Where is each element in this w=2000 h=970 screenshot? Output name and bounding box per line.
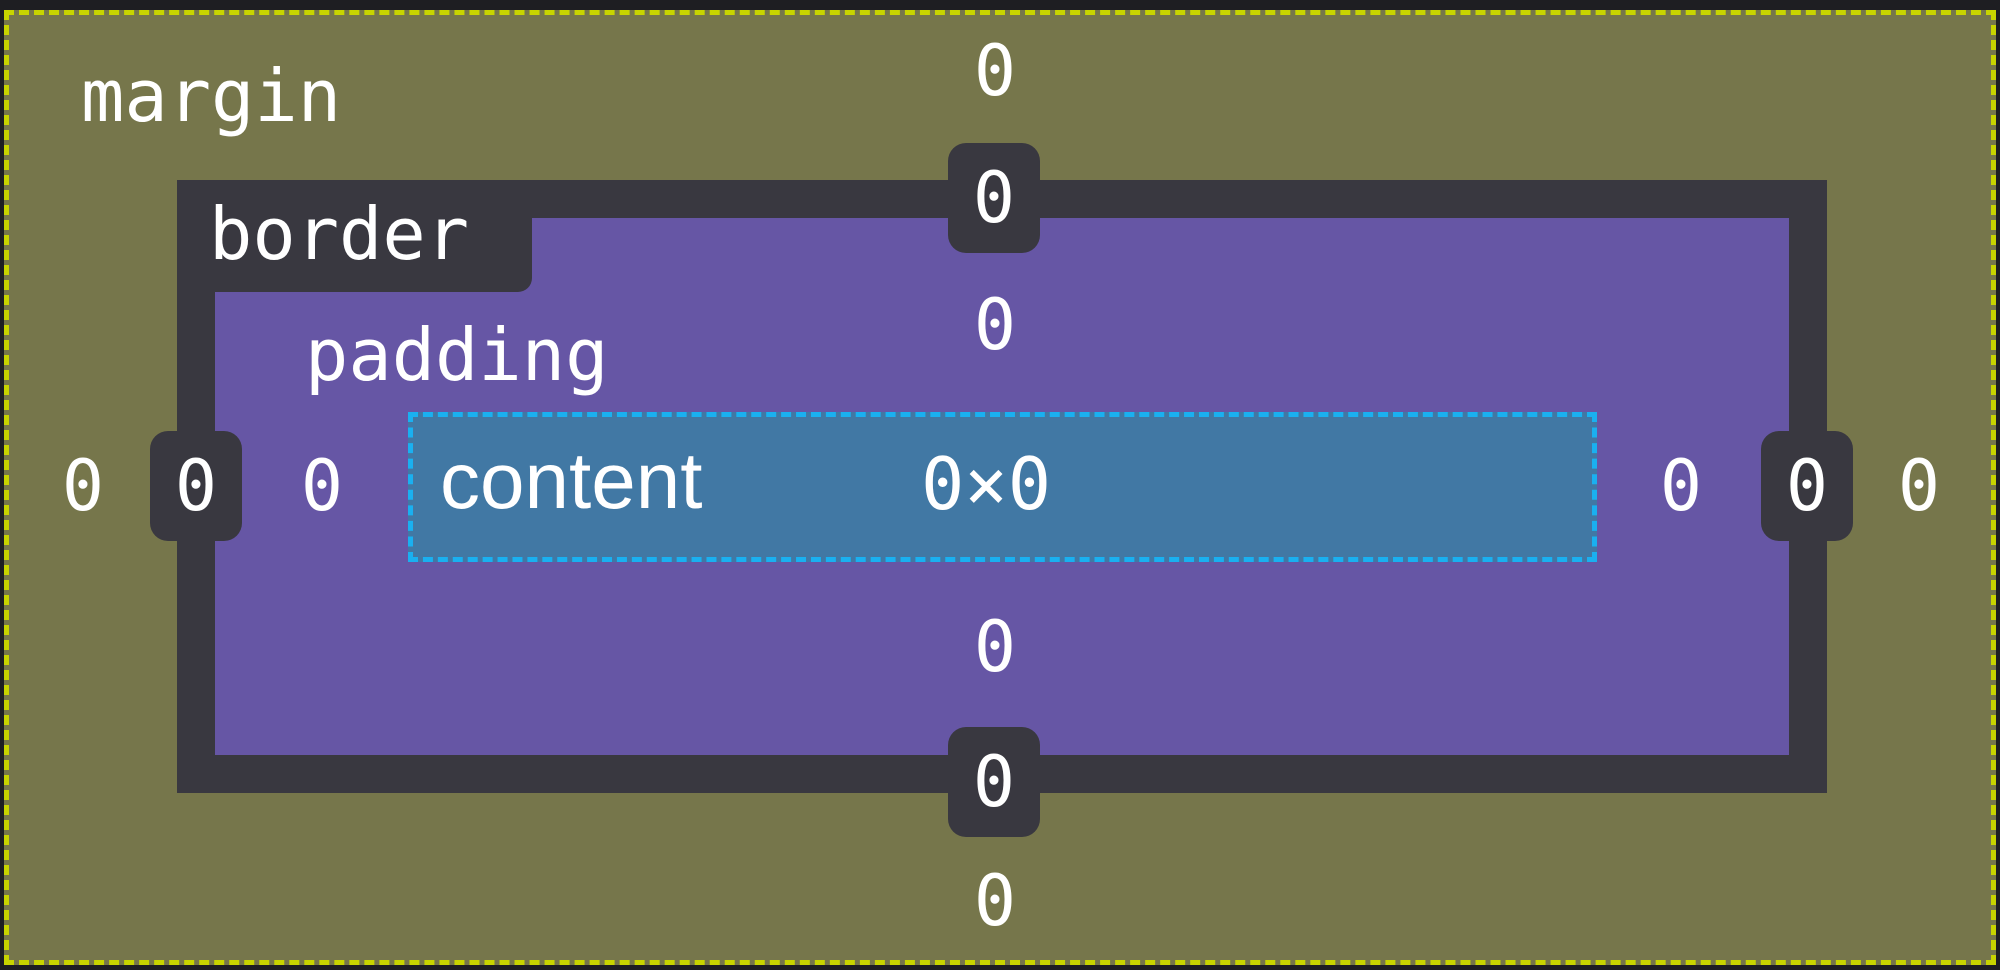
content-label: content: [440, 436, 703, 525]
border-left-value[interactable]: 0: [150, 431, 242, 541]
padding-left-value[interactable]: 0: [300, 445, 344, 527]
border-label: border: [209, 192, 470, 276]
padding-right-value[interactable]: 0: [1659, 445, 1703, 527]
margin-right-value[interactable]: 0: [1897, 445, 1941, 527]
border-right-value[interactable]: 0: [1761, 431, 1853, 541]
margin-top-value[interactable]: 0: [973, 30, 1017, 112]
padding-label: padding: [305, 313, 609, 397]
margin-label: margin: [81, 54, 342, 138]
margin-left-value[interactable]: 0: [61, 445, 105, 527]
border-label-tab: [177, 180, 532, 292]
border-bottom-value[interactable]: 0: [948, 727, 1040, 837]
margin-bottom-value[interactable]: 0: [973, 860, 1017, 942]
content-size[interactable]: 0×0: [921, 442, 1052, 526]
content-box: [408, 412, 1597, 562]
padding-top-value[interactable]: 0: [973, 284, 1017, 366]
padding-bottom-value[interactable]: 0: [973, 606, 1017, 688]
border-top-value[interactable]: 0: [948, 143, 1040, 253]
